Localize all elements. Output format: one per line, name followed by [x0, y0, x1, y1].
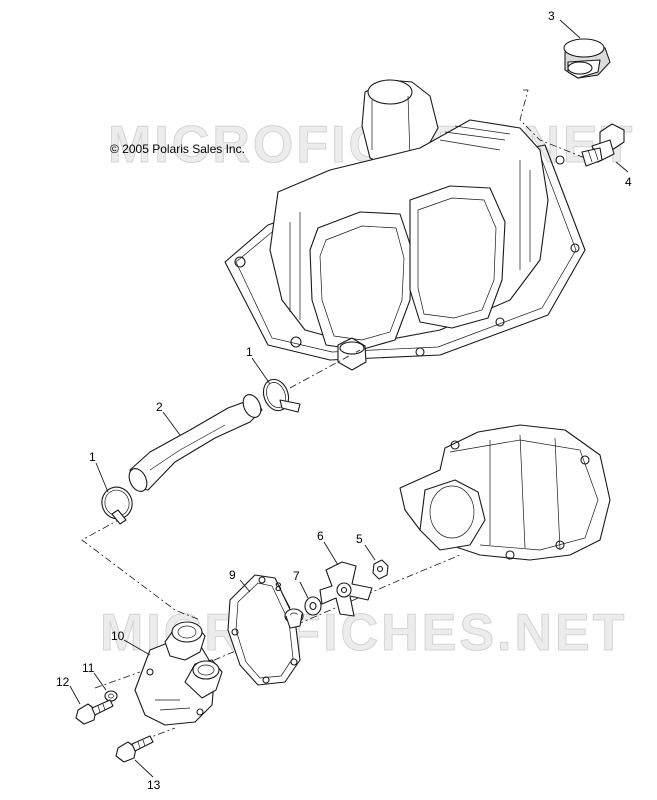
part-9-gasket — [227, 574, 301, 686]
part-4-sensor — [581, 123, 625, 167]
copyright-text: © 2005 Polaris Sales Inc. — [110, 142, 245, 156]
part-1-clamp-lower — [101, 486, 133, 525]
callout-1-upper: 1 — [246, 345, 253, 359]
part-2-hose — [128, 394, 263, 492]
cylinder-head — [224, 79, 586, 371]
callout-11: 11 — [82, 661, 95, 675]
pump-axis-line — [144, 554, 461, 691]
callout-4: 4 — [625, 175, 632, 189]
callout-9: 9 — [229, 568, 236, 582]
hose-lower-centerline — [81, 517, 201, 621]
callout-10: 10 — [111, 629, 125, 643]
bolt-12-line — [94, 671, 141, 689]
part-8-seal — [284, 608, 304, 629]
part-11-washer — [104, 690, 118, 702]
crankcase — [399, 424, 611, 561]
part-1-clamp-upper — [262, 378, 301, 413]
bolt-13-line — [129, 727, 176, 746]
callout-1-lower: 1 — [89, 450, 96, 464]
part-13-bolt — [115, 735, 154, 763]
hose-upper-centerline — [289, 349, 361, 389]
part-5-nut — [372, 559, 389, 580]
callout-8: 8 — [275, 580, 282, 594]
callout-3: 3 — [548, 9, 555, 23]
callout-7: 7 — [293, 569, 300, 583]
callout-12: 12 — [56, 675, 70, 689]
callout-2: 2 — [156, 400, 163, 414]
part-10-pump-cover — [134, 621, 223, 726]
part-7-washer — [304, 596, 322, 616]
callout-6: 6 — [317, 529, 324, 543]
callout-5: 5 — [356, 532, 363, 546]
leader-lines — [69, 19, 629, 778]
thermostat-housing-line — [519, 89, 591, 161]
callout-13: 13 — [147, 778, 161, 792]
part-12-bolt — [75, 699, 114, 725]
part-6-impeller — [319, 561, 373, 617]
part-3-fitting — [563, 38, 611, 79]
